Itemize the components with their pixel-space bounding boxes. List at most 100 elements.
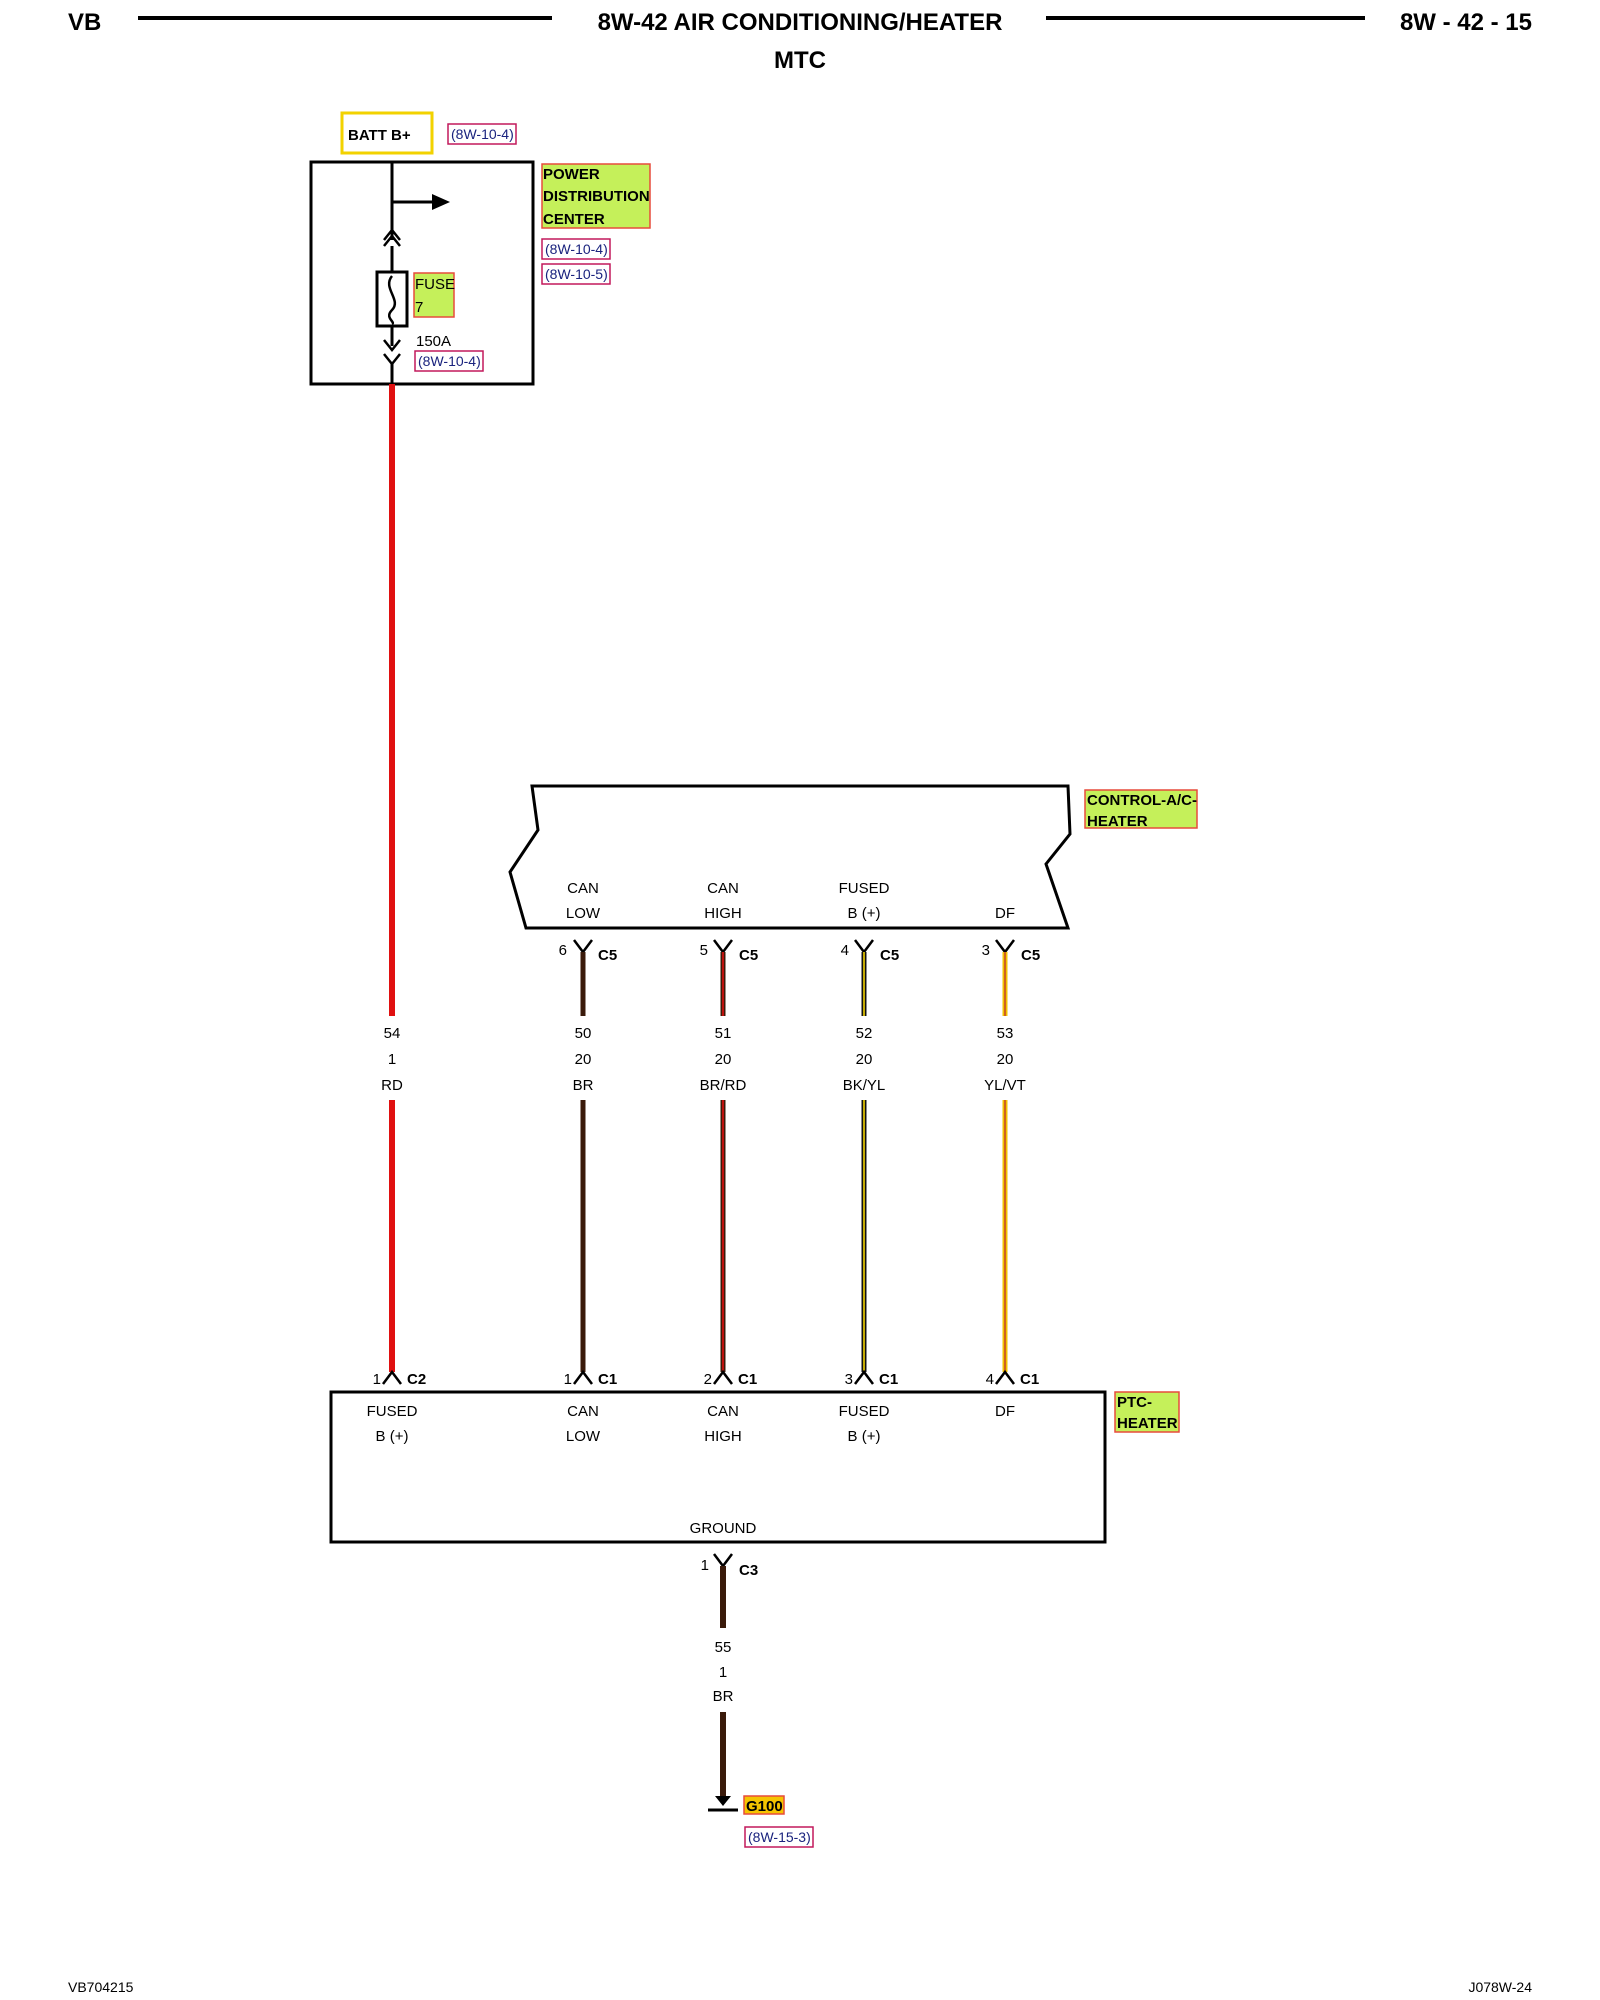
ptc-heater-box xyxy=(329,1390,1107,1544)
connector-pin: 4 xyxy=(986,1371,994,1388)
wire-circuit: 54 xyxy=(384,1025,401,1042)
connector-c5-4-icon xyxy=(854,939,874,955)
footer-right: J078W-24 xyxy=(1468,1979,1532,1995)
footer-left: VB704215 xyxy=(68,1979,134,1995)
wire-color: RD xyxy=(381,1077,403,1094)
fuse-icon xyxy=(375,270,409,328)
pdc-name-line-1: POWER xyxy=(543,166,600,183)
connector-pin: 2 xyxy=(704,1371,712,1388)
connector-label: C5 xyxy=(880,947,899,964)
ptc-pin-df-l1: DF xyxy=(995,1403,1015,1420)
ptc-pin-can-high-l2: HIGH xyxy=(704,1428,742,1445)
ptc-pin-ground: GROUND xyxy=(690,1520,757,1537)
wire-gauge: 20 xyxy=(715,1051,732,1068)
connector-label: C5 xyxy=(739,947,758,964)
fuse-rating: 150A xyxy=(416,333,451,350)
connector-pin: 3 xyxy=(845,1371,853,1388)
fuse-top-connector-icon xyxy=(383,233,401,247)
fuse-element-icon xyxy=(387,275,397,326)
batt-ref-link[interactable]: (8W-10-4) xyxy=(451,126,514,142)
connector-c2-1-icon xyxy=(382,1369,402,1385)
batt-label-box xyxy=(340,111,434,155)
ground-ref-box xyxy=(744,1826,814,1848)
connector-pin: 1 xyxy=(373,1371,381,1388)
connector-c5-6-icon xyxy=(573,939,593,955)
wire-color: BR xyxy=(713,1688,734,1705)
connector-c1-pin-4: 4 C1 xyxy=(986,1369,1039,1388)
control-pin-can-low-l2: LOW xyxy=(566,905,601,922)
wire-color: BR xyxy=(573,1077,594,1094)
control-module-name-line-2: HEATER xyxy=(1087,813,1148,830)
ptc-pin-can-low-l2: LOW xyxy=(566,1428,601,1445)
connector-c1-pin-3: 3 C1 xyxy=(845,1369,898,1388)
connector-c5-pin-4: 4 C5 xyxy=(841,939,899,964)
connector-c5-pin-3: 3 C5 xyxy=(982,939,1040,964)
ptc-pin-fused-b2-l2: B (+) xyxy=(848,1428,881,1445)
ptc-pin-can-low-l1: CAN xyxy=(567,1403,599,1420)
control-module-name-highlight xyxy=(1084,789,1198,829)
fuse-ref-box xyxy=(414,350,484,372)
connector-label: C5 xyxy=(1021,947,1040,964)
ground-icon xyxy=(715,1796,731,1806)
pdc-feed-arrow-icon xyxy=(432,194,450,210)
ptc-heater-name-line-1: PTC- xyxy=(1117,1394,1152,1411)
connector-c1-pin-2: 2 C1 xyxy=(704,1369,757,1388)
pdc-ref-link-1[interactable]: (8W-10-4) xyxy=(545,241,608,257)
wire-label-54: 54 1 RD xyxy=(381,1025,403,1094)
connector-pin: 4 xyxy=(841,942,849,959)
pdc-name-highlight xyxy=(541,163,651,229)
fuse-highlight xyxy=(413,272,455,318)
ptc-pin-fused-b2-l1: FUSED xyxy=(839,1403,890,1420)
ptc-pin-fused-b-l1: FUSED xyxy=(367,1403,418,1420)
ptc-heater-name-highlight xyxy=(1114,1391,1180,1433)
ptc-heater-name-line-2: HEATER xyxy=(1117,1415,1178,1432)
ground-label: G100 xyxy=(746,1798,783,1815)
control-pin-df-l2: DF xyxy=(995,905,1015,922)
connector-c3-pin-1: 1 C3 xyxy=(701,1553,758,1579)
control-pin-fused-b-l1: FUSED xyxy=(839,880,890,897)
fuse-ref-link[interactable]: (8W-10-4) xyxy=(418,353,481,369)
wire-gauge: 20 xyxy=(575,1051,592,1068)
fuse-label: FUSE xyxy=(415,276,455,293)
wire-label-50: 50 20 BR xyxy=(573,1025,594,1094)
page-title: 8W-42 AIR CONDITIONING/HEATER xyxy=(598,9,1003,36)
connector-c1-2-icon xyxy=(713,1369,733,1385)
ground-ref-link[interactable]: (8W-15-3) xyxy=(748,1829,811,1845)
wire-circuit: 51 xyxy=(715,1025,732,1042)
pdc-name-line-3: CENTER xyxy=(543,211,605,228)
ptc-pin-fused-b-l2: B (+) xyxy=(376,1428,409,1445)
pdc-ref-link-2[interactable]: (8W-10-5) xyxy=(545,266,608,282)
wire-label-51: 51 20 BR/RD xyxy=(700,1025,747,1094)
wire-color: BR/RD xyxy=(700,1077,747,1094)
control-pin-fused-b-l2: B (+) xyxy=(848,905,881,922)
control-pin-can-high-l2: HIGH xyxy=(704,905,742,922)
connector-c1-3-icon xyxy=(854,1369,874,1385)
connector-label: C5 xyxy=(598,947,617,964)
fuse-bottom-connector-icon-2 xyxy=(383,353,401,367)
wire-color: YL/VT xyxy=(984,1077,1026,1094)
connector-label: C1 xyxy=(738,1371,757,1388)
wire-label-55: 55 1 BR xyxy=(713,1639,734,1705)
batt-label: BATT B+ xyxy=(348,127,411,144)
fuse-bottom-connector-icon xyxy=(383,339,401,353)
connector-pin: 6 xyxy=(559,942,567,959)
connector-pin: 1 xyxy=(564,1371,572,1388)
connector-c1-1-icon xyxy=(573,1369,593,1385)
page-subtitle: MTC xyxy=(774,47,826,74)
pdc-box xyxy=(309,160,535,386)
connector-c1-4-icon xyxy=(995,1369,1015,1385)
pdc-ref-box-2 xyxy=(541,263,611,285)
wire-label-52: 52 20 BK/YL xyxy=(843,1025,886,1094)
control-pin-can-high-l1: CAN xyxy=(707,880,739,897)
connector-c5-pin-6: 6 C5 xyxy=(559,939,617,964)
fuse-top-connector-icon-2 xyxy=(383,227,401,241)
connector-pin: 5 xyxy=(700,942,708,959)
connector-c3-1-icon xyxy=(713,1553,733,1569)
wire-circuit: 52 xyxy=(856,1025,873,1042)
header-left: VB xyxy=(68,9,101,36)
wire-gauge: 1 xyxy=(388,1051,396,1068)
connector-c5-pin-5: 5 C5 xyxy=(700,939,758,964)
connector-c2-pin-1: 1 C2 xyxy=(373,1369,426,1388)
wire-color: BK/YL xyxy=(843,1077,886,1094)
